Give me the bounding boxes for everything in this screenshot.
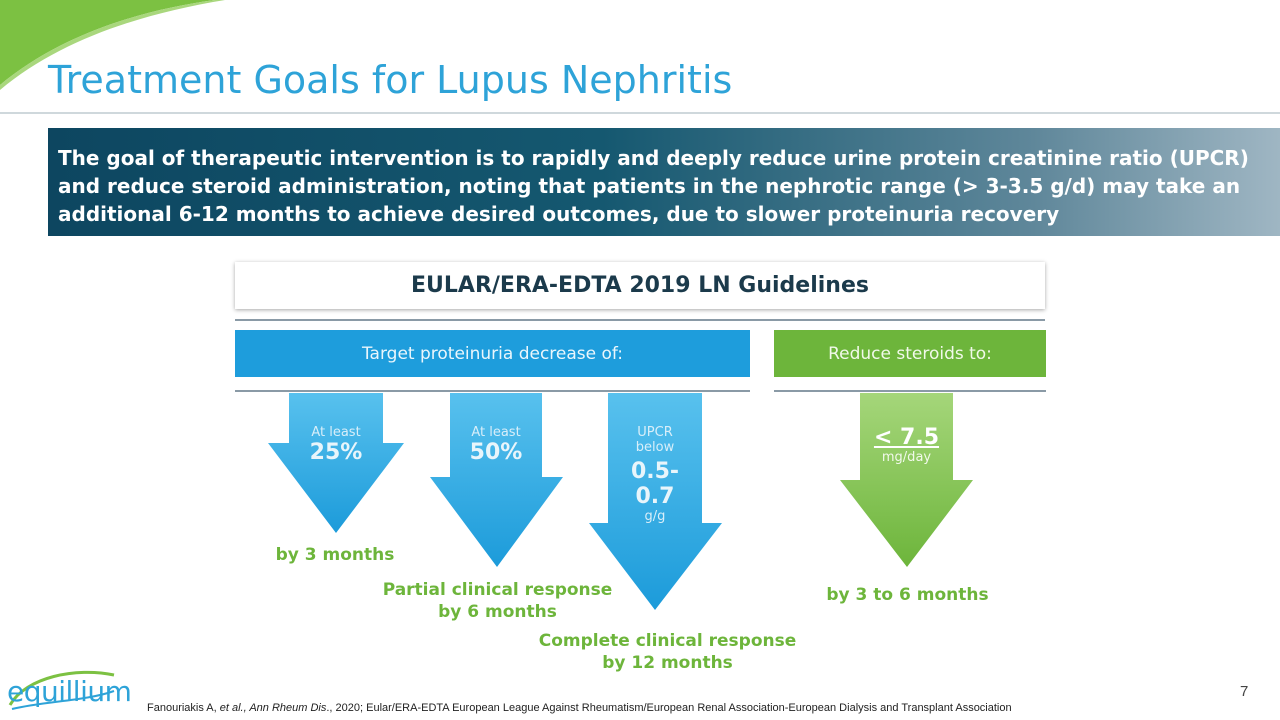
outcome-upcr-line1: Complete clinical response: [538, 631, 797, 651]
goal-banner-text: The goal of therapeutic intervention is …: [58, 146, 1249, 226]
outcome-50-line2: by 6 months: [438, 602, 557, 622]
citation-rest: ., 2020; Eular/ERA-EDTA European League …: [326, 702, 1012, 714]
citation-etal: et al., Ann Rheum Dis: [219, 702, 327, 714]
arrow-upcr-line2: below: [635, 440, 675, 455]
guideline-title: EULAR/ERA-EDTA 2019 LN Guidelines: [411, 273, 869, 298]
arrow-upcr: [589, 393, 722, 610]
green-section-divider: [774, 390, 1046, 392]
arrow-upcr-value2: 0.7: [635, 484, 675, 509]
outcome-50-line1: Partial clinical response: [382, 580, 613, 600]
arrow-upcr-label: UPCR below 0.5- 0.7 g/g: [608, 425, 702, 524]
title-divider: [0, 112, 1280, 114]
arrow-steroid-value: < 7.5: [873, 425, 940, 450]
logo-swoosh-graphic: [8, 670, 115, 710]
arrow-50-label: At least 50%: [450, 425, 542, 465]
arrow-25-value: 25%: [309, 440, 363, 465]
outcome-upcr-line2: by 12 months: [602, 653, 733, 673]
page-number: 7: [1240, 683, 1249, 700]
arrow-steroid-unit: mg/day: [881, 450, 932, 465]
arrow-25-percent: [268, 393, 404, 533]
arrow-upcr-line1: UPCR: [637, 425, 673, 440]
citation: Fanouriakis A, et al., Ann Rheum Dis., 2…: [147, 702, 1012, 714]
outcome-steroid-line1: by 3 to 6 months: [826, 585, 989, 605]
outcome-25: by 3 months: [260, 544, 410, 566]
outcome-50: Partial clinical response by 6 months: [370, 579, 625, 623]
arrow-50-percent: [430, 393, 563, 567]
steroid-target-label: Reduce steroids to:: [828, 343, 992, 364]
arrow-steroids: [840, 393, 973, 567]
proteinuria-target-bar: Target proteinuria decrease of:: [235, 330, 750, 377]
goal-banner: The goal of therapeutic intervention is …: [48, 128, 1280, 236]
proteinuria-target-label: Target proteinuria decrease of:: [361, 343, 624, 364]
arrow-25-label: At least 25%: [289, 425, 383, 465]
guideline-title-box: EULAR/ERA-EDTA 2019 LN Guidelines: [235, 262, 1045, 309]
outcome-steroid: by 3 to 6 months: [815, 584, 1000, 606]
outcome-25-line1: by 3 months: [275, 545, 395, 565]
outcome-upcr: Complete clinical response by 12 months: [530, 630, 805, 674]
arrow-upcr-unit: g/g: [644, 509, 666, 524]
citation-prefix: Fanouriakis A,: [147, 702, 220, 714]
arrow-50-value: 50%: [469, 440, 523, 465]
slide-title: Treatment Goals for Lupus Nephritis: [48, 58, 733, 102]
blue-section-divider: [235, 390, 750, 392]
steroid-target-bar: Reduce steroids to:: [774, 330, 1046, 377]
arrow-50-prefix: At least: [471, 425, 521, 440]
company-logo: equillium: [7, 675, 132, 708]
arrow-upcr-value1: 0.5-: [630, 459, 680, 484]
arrow-25-prefix: At least: [311, 425, 361, 440]
corner-swoosh-graphic: [0, 0, 225, 90]
guideline-divider: [235, 319, 1045, 321]
arrow-steroid-label: < 7.5 mg/day: [860, 425, 953, 465]
